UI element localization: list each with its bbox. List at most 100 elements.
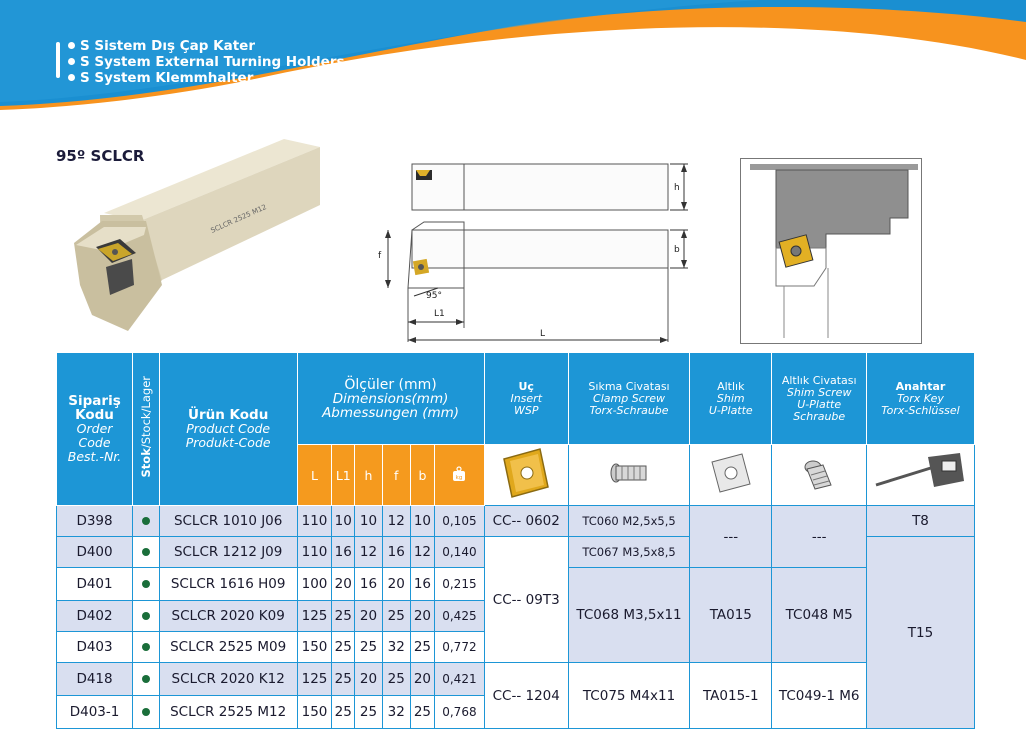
dim-header-l1: L1 <box>331 444 356 506</box>
product-code: SCLCR 2525 M12 <box>158 695 298 729</box>
dim-b: 12 <box>409 536 436 568</box>
dim-header-h: h <box>354 444 383 506</box>
insert-icon <box>503 448 550 498</box>
bullet-dot <box>68 74 75 81</box>
shim-tr: Altlık <box>717 379 745 393</box>
stock-indicator <box>141 675 150 683</box>
order-code-tr2: Kodu <box>75 407 114 423</box>
dim-l1: 25 <box>331 600 356 632</box>
stock-indicator <box>141 612 150 620</box>
table-row: D403-1 SCLCR 2525 M12 150 25 25 32 25 0,… <box>55 695 975 729</box>
dim-label-l: L <box>540 329 545 339</box>
stock-cell <box>132 662 160 696</box>
col-header-order-code: Sipariş Kodu Order Code Best.-Nr. <box>55 352 134 506</box>
dim-label-l1: L1 <box>434 309 445 319</box>
dim-f: 12 <box>381 505 411 537</box>
insert-code: CC-- 1204 <box>483 662 569 729</box>
dim-f: 25 <box>381 662 411 696</box>
header-line-de: S System Klemmhalter <box>68 70 345 86</box>
clamp-screw-code: TC068 M3,5x11 <box>567 567 691 663</box>
shim-en: Shim <box>716 391 745 405</box>
dim-h: 16 <box>354 567 383 601</box>
clamp-screw-image-cell <box>567 444 691 506</box>
clamp-screw-code: TC067 M3,5x8,5 <box>567 536 691 568</box>
order-code: D418 <box>55 662 134 696</box>
stock-indicator <box>141 548 150 556</box>
product-code: SCLCR 1212 J09 <box>158 536 298 568</box>
dimension-drawing: h b f 95° L1 L <box>378 163 688 343</box>
col-header-stock: Stok/Stock/Lager <box>132 352 160 506</box>
dim-h: 25 <box>354 695 383 729</box>
product-code: SCLCR 1616 H09 <box>158 567 298 601</box>
stock-cell <box>132 567 160 601</box>
order-code-en: Order <box>76 421 113 436</box>
shim-screw-tr: Altlık Civatası <box>781 373 857 387</box>
dim-b: 10 <box>409 505 436 537</box>
clamp-screw-de: Torx-Schraube <box>589 403 669 417</box>
dim-l1: 20 <box>331 567 356 601</box>
product-code: SCLCR 2020 K09 <box>158 600 298 632</box>
shim-code: TA015 <box>689 567 773 663</box>
clamp-screw-tr: Sıkma Civatası <box>588 379 670 393</box>
bullet-dot <box>68 58 75 65</box>
stock-cell <box>132 631 160 663</box>
order-code: D403-1 <box>55 695 134 729</box>
dim-header-l: L <box>296 444 333 506</box>
dim-f: 32 <box>381 631 411 663</box>
table-row: D400 SCLCR 1212 J09 110 16 12 16 12 0,14… <box>55 536 976 729</box>
dim-header-weight: kg <box>434 444 485 506</box>
product-title: 95º SCLCR <box>56 147 145 165</box>
dim-f: 16 <box>381 536 411 568</box>
dim-l: 150 <box>296 695 333 729</box>
shim-icon <box>711 453 751 493</box>
header-line-en-text: S System External Turning Holders <box>80 54 345 70</box>
shim-code: --- <box>689 505 773 568</box>
shim-screw-image-cell <box>771 444 867 506</box>
dim-label-f: f <box>378 251 382 261</box>
shim-de: U-Platte <box>708 403 753 417</box>
stock-header-text: Stok/Stock/Lager <box>139 376 153 477</box>
weight: 0,768 <box>434 695 485 729</box>
order-code-en2: Code <box>78 435 111 450</box>
dim-l1: 16 <box>331 536 356 568</box>
weight: 0,425 <box>434 600 485 632</box>
dim-b: 20 <box>409 600 436 632</box>
dim-h: 12 <box>354 536 383 568</box>
shim-image-cell <box>689 444 773 506</box>
key-de: Torx-Schlüssel <box>881 403 960 417</box>
dim-l: 125 <box>296 662 333 696</box>
dimensions-de: Abmessungen (mm) <box>322 404 460 421</box>
shim-screw-icon <box>804 460 832 490</box>
weight: 0,215 <box>434 567 485 601</box>
shim-screw-en: Shim Screw <box>786 385 852 399</box>
dimensions-tr: Ölçüler (mm) <box>344 376 437 393</box>
col-header-shim: Altlık Shim U-Platte <box>689 352 773 445</box>
product-code: SCLCR 1010 J06 <box>158 505 298 537</box>
header-line-tr: S Sistem Dış Çap Kater <box>68 38 345 54</box>
stock-header-rest: /Stock/Lager <box>138 376 153 449</box>
insert-code: CC-- 0602 <box>483 505 569 537</box>
dim-l: 110 <box>296 536 333 568</box>
weight-icon-label: kg <box>456 475 463 481</box>
col-header-insert: Uç Insert WSP <box>483 352 569 445</box>
order-code: D403 <box>55 631 134 663</box>
dim-h: 20 <box>354 662 383 696</box>
insert-image-cell <box>483 444 569 506</box>
shim-screw-de: U-Platte <box>797 397 842 411</box>
dim-h: 25 <box>354 631 383 663</box>
dim-l1: 10 <box>331 505 356 537</box>
weight: 0,140 <box>434 536 485 568</box>
key-en: Torx Key <box>897 391 944 405</box>
dim-l1: 25 <box>331 695 356 729</box>
table-row: D403 SCLCR 2525 M09 150 25 25 32 25 0,77… <box>55 631 975 663</box>
product-code-tr: Ürün Kodu <box>187 407 269 423</box>
torx-key-icon <box>876 453 965 487</box>
insert-en: Insert <box>510 391 543 405</box>
shim-screw-code: TC049-1 M6 <box>771 662 867 729</box>
dimensions-en: Dimensions(mm) <box>332 390 449 407</box>
col-header-shim-screw: Altlık Civatası Shim Screw U-Platte Schr… <box>771 352 867 445</box>
weight: 0,772 <box>434 631 485 663</box>
insert-de: WSP <box>513 403 539 417</box>
header-line-tr-text: S Sistem Dış Çap Kater <box>80 38 255 54</box>
dim-label-angle: 95° <box>426 291 442 301</box>
